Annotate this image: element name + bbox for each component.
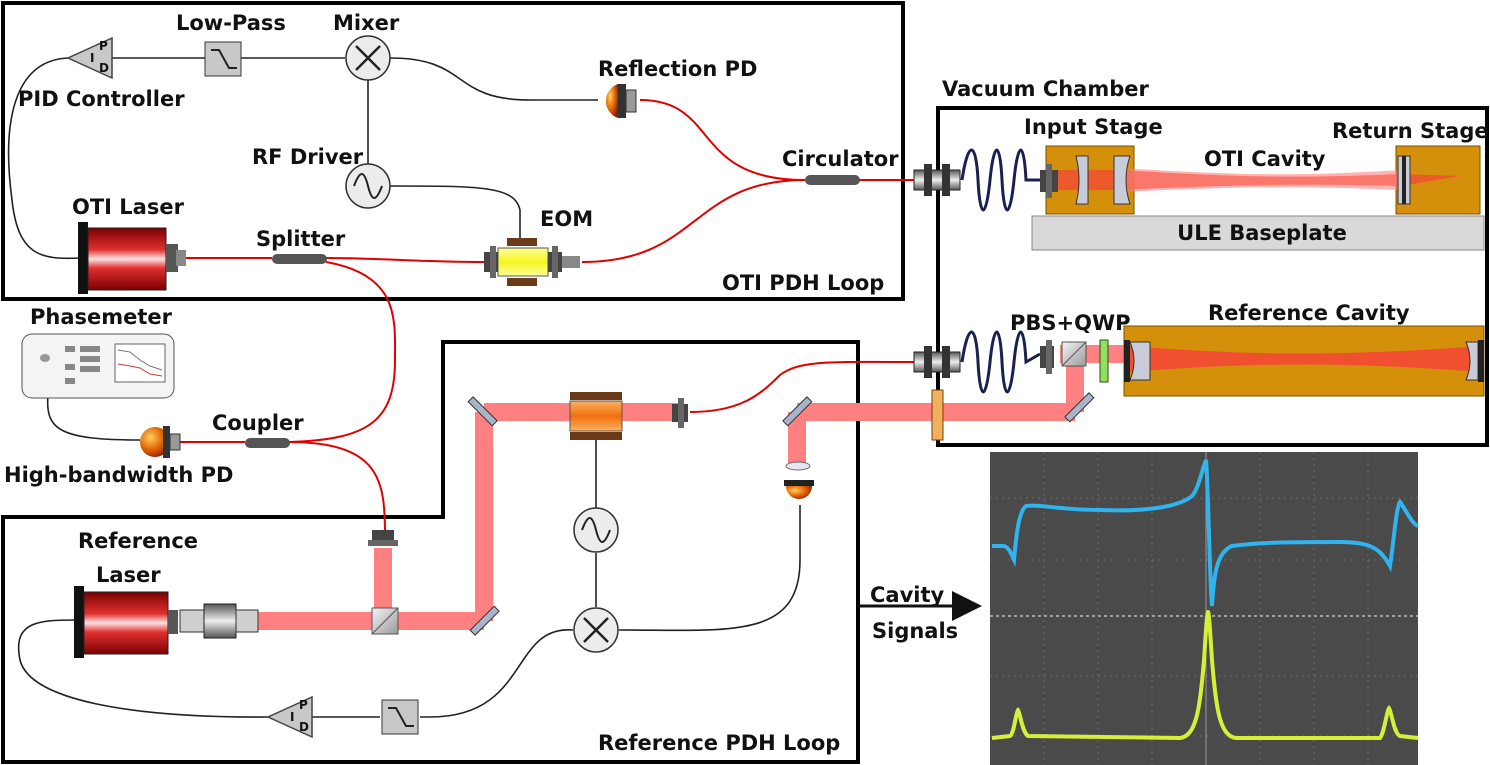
pid-controller-label: PID Controller (18, 87, 185, 111)
vacuum-chamber-box (936, 106, 1489, 447)
eom (484, 238, 580, 286)
rf-driver-ref (573, 507, 619, 553)
reference-laser-label-1: Reference (78, 529, 198, 553)
high-bandwidth-pd (140, 426, 181, 458)
oti-fiber-collimator (1040, 164, 1058, 198)
ule-baseplate (1031, 215, 1485, 251)
return-stage-label: Return Stage (1332, 119, 1489, 143)
phasemeter-device (21, 333, 175, 399)
mixer-ref (573, 607, 619, 653)
reference-cavity-label: Reference Cavity (1208, 301, 1410, 325)
reflection-pd (605, 84, 637, 118)
reference-pd (784, 461, 814, 499)
oti-pdh-loop-box (1, 1, 905, 301)
chamber-mirror (1064, 392, 1095, 423)
reference-pdh-loop-label: Reference PDH Loop (598, 731, 840, 755)
oti-input-mirror-1 (1075, 155, 1089, 205)
oti-laser-label: OTI Laser (72, 195, 185, 219)
reference-cavity-beam (1130, 346, 1480, 372)
circulator (805, 175, 860, 185)
reference-eom (569, 392, 623, 440)
pid-controller-oti: P I D (66, 36, 113, 80)
ref-mirror-right (782, 396, 813, 427)
beam-splitter-cube (371, 607, 399, 635)
vacuum-feedthrough-bottom (913, 346, 961, 378)
oti-pdh-loop-label: OTI PDH Loop (722, 271, 884, 295)
oti-cavity-label: OTI Cavity (1204, 147, 1326, 171)
ref-mirror-bottom (469, 605, 500, 636)
ref-mirror-top (467, 396, 498, 427)
svg-text:P: P (99, 39, 108, 53)
svg-text:I: I (90, 51, 94, 65)
cavity-signals-label-1: Cavity (870, 583, 945, 607)
low-pass-label: Low-Pass (176, 11, 286, 35)
eom-label: EOM (540, 207, 593, 231)
chamber-window (931, 389, 944, 441)
fiber-coil-bottom (960, 330, 1041, 394)
circulator-label: Circulator (782, 147, 899, 171)
reference-pdh-loop-box (1, 340, 860, 764)
vacuum-chamber-label: Vacuum Chamber (942, 77, 1150, 101)
rf-driver-label: RF Driver (252, 145, 364, 169)
mixer-oti (345, 35, 391, 81)
oscilloscope-screen (990, 452, 1419, 765)
fiber-coil-top (960, 148, 1040, 212)
reference-laser (74, 586, 178, 658)
hb-pd-label: High-bandwidth PD (4, 463, 233, 487)
reference-fiber-collimator (368, 530, 398, 546)
pbs-qwp (1040, 339, 1109, 383)
optical-fibers (180, 99, 919, 536)
cavity-signals-label-2: Signals (872, 619, 958, 643)
splitter-label: Splitter (256, 227, 346, 251)
vacuum-feedthrough-top (913, 164, 961, 196)
reference-laser-label-2: Laser (96, 563, 161, 587)
svg-text:D: D (99, 61, 109, 75)
low-pass-filter-oti (204, 41, 242, 77)
oti-input-mirror-2 (1113, 155, 1131, 205)
eom-fiber-collimator (672, 398, 688, 428)
svg-text:D: D (299, 720, 309, 734)
pid-controller-ref: P I D (266, 695, 313, 739)
low-pass-filter-ref (381, 699, 419, 735)
svg-text:I: I (290, 710, 294, 724)
input-stage-label: Input Stage (1024, 115, 1163, 139)
ule-baseplate-label: ULE Baseplate (1177, 221, 1347, 245)
trace-yellow (991, 609, 1419, 741)
oti-laser (78, 222, 186, 294)
pbs-qwp-label: PBS+QWP (1010, 311, 1131, 335)
reflection-pd-label: Reflection PD (598, 57, 757, 81)
coupler-label: Coupler (212, 411, 304, 435)
phasemeter-label: Phasemeter (30, 305, 173, 329)
rf-driver-oti (345, 163, 391, 209)
electrical-cables (7, 57, 801, 718)
mixer-label: Mixer (333, 11, 400, 35)
oti-cavity-halo (1120, 168, 1402, 192)
trace-blue (992, 459, 1419, 607)
svg-text:P: P (299, 698, 308, 712)
coupler (245, 438, 290, 448)
splitter (272, 254, 327, 264)
optical-isolator (179, 603, 259, 639)
